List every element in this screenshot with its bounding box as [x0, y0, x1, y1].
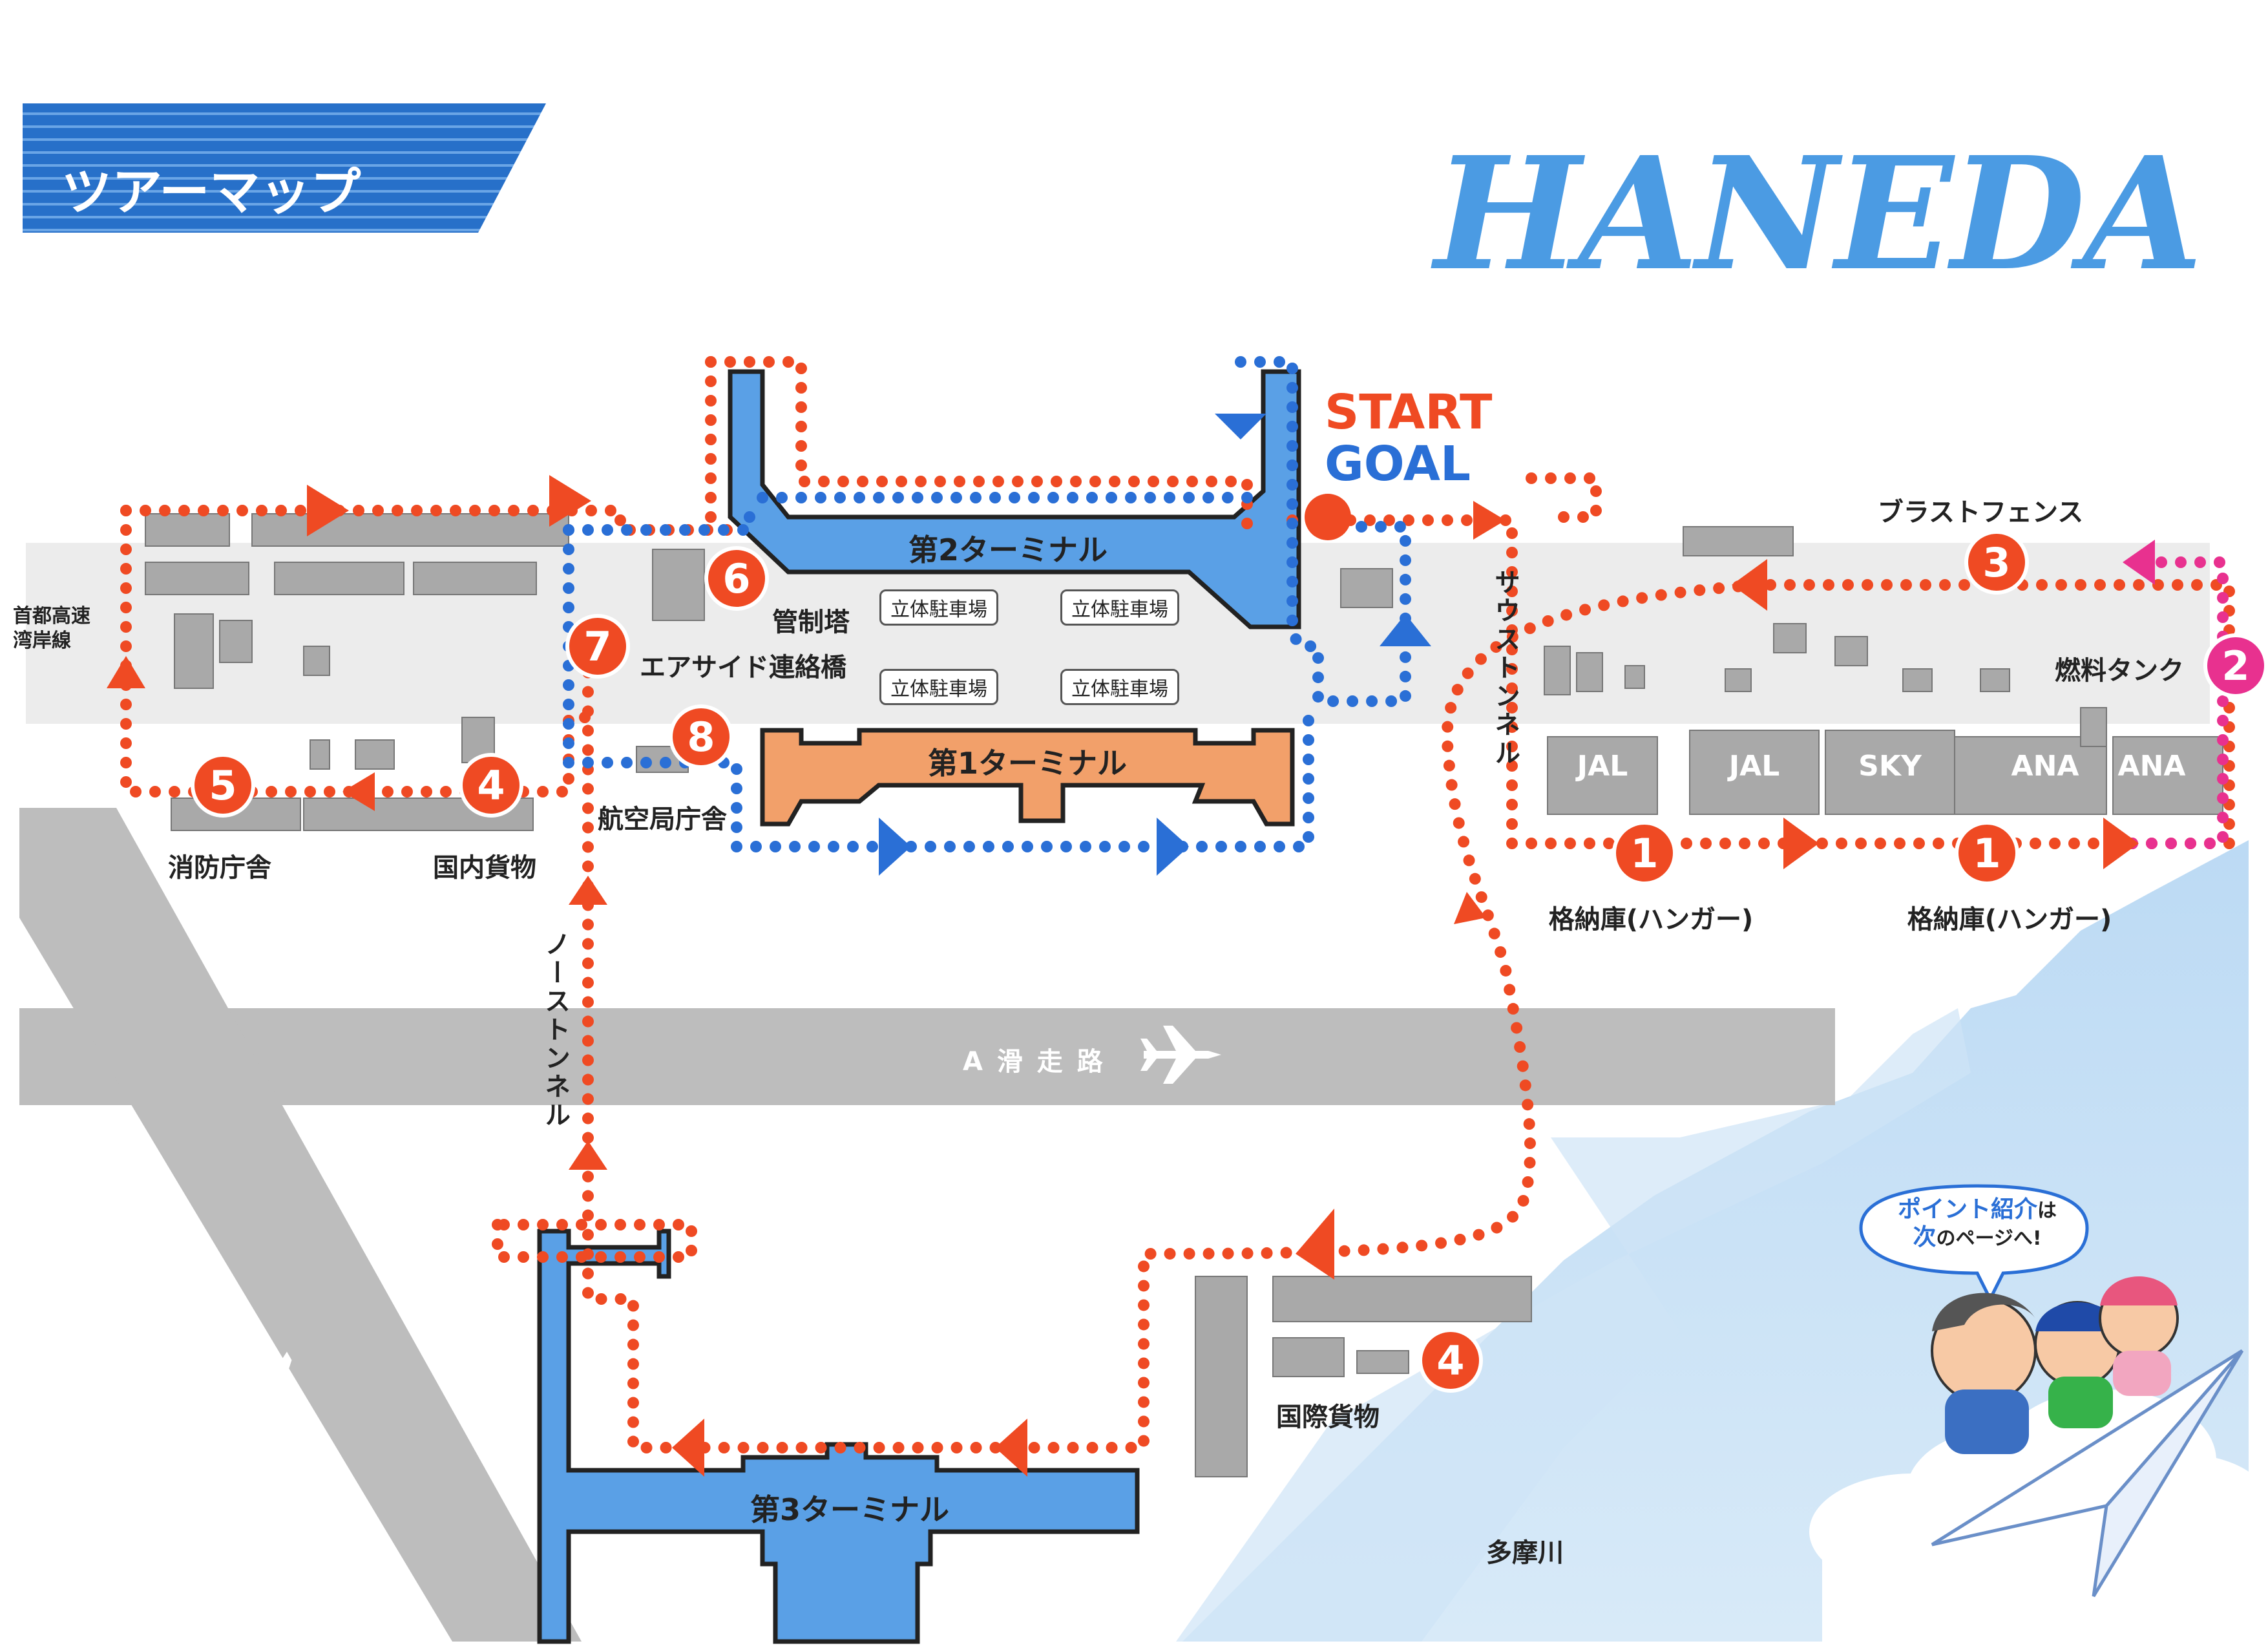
- terminal-3-building: [537, 1229, 1140, 1644]
- river-label: 多摩川: [1486, 1538, 1564, 1568]
- airside-bridge-label: エアサイド連絡橋: [640, 653, 846, 682]
- control-tower-label: 管制塔: [772, 607, 850, 637]
- terminal-3-label: 第3ターミナル: [750, 1492, 950, 1527]
- point-6-control-tower: 6: [704, 546, 769, 611]
- parking-label: 立体駐車場: [879, 589, 998, 626]
- terminal-2-building: [728, 369, 1301, 629]
- hangar-row: [1547, 707, 2223, 815]
- route-red: [120, 356, 2235, 1453]
- runway-a-label: A 滑 走 路: [963, 1047, 1106, 1077]
- haneda-logo: HANEDA: [1434, 123, 2203, 305]
- hangar-1b-label: 格納庫(ハンガー): [1907, 905, 2112, 935]
- international-cargo-label: 国際貨物: [1276, 1402, 1380, 1432]
- section-title: ツアーマップ: [61, 164, 361, 222]
- north-tunnel-label: ノーストンネル: [540, 931, 570, 1130]
- hangar-1a-label: 格納庫(ハンガー): [1548, 905, 1754, 935]
- terminal-2-label: 第2ターミナル: [908, 533, 1108, 567]
- route-arrows-pink: [2123, 540, 2155, 585]
- point-1-hangar: 1: [1612, 821, 1677, 885]
- terminal-1-building: [760, 728, 1295, 827]
- expressway-label: 首都高速 湾岸線: [13, 605, 90, 652]
- fire-station-label: 消防庁舎: [168, 853, 271, 883]
- speech-bubble: [1859, 1184, 2089, 1303]
- runway-a: [19, 1008, 1835, 1105]
- buildings: [145, 513, 2010, 1477]
- point-7-airside-bridge: 7: [565, 614, 630, 679]
- point-4-domestic-cargo: 4: [459, 753, 523, 818]
- route-arrows-red: [107, 475, 2139, 1477]
- hangar-label: SKY: [1858, 750, 1922, 783]
- hangar-label: ANA: [2011, 750, 2079, 783]
- airplane-icon-b: [236, 1338, 292, 1417]
- river-area: [1176, 1008, 1971, 1642]
- route-blue: [563, 356, 1411, 852]
- domestic-cargo-label: 国内貨物: [433, 853, 536, 883]
- header-banner: [23, 103, 546, 233]
- runway-b: [19, 808, 582, 1642]
- point-3-blast-fence: 3: [1964, 530, 2029, 595]
- point-2-fuel-tank: 2: [2203, 633, 2268, 698]
- paper-plane-icon: [1931, 1349, 2244, 1598]
- point-1-hangar: 1: [1955, 821, 2019, 885]
- point-8-aviation-office: 8: [669, 704, 733, 769]
- bubble-rest-1: は: [2037, 1199, 2057, 1222]
- start-goal-marker: [1305, 494, 1351, 540]
- bubble-accent-1: ポイント紹介: [1897, 1196, 2037, 1223]
- bubble-rest-2: のページへ!: [1936, 1227, 2042, 1251]
- point-4-international-cargo: 4: [1418, 1328, 1483, 1393]
- airplane-icon-a: [1140, 1026, 1221, 1084]
- point-5-fire-station: 5: [191, 753, 255, 818]
- terminal-1-label: 第1ターミナル: [927, 746, 1128, 781]
- aviation-office-label: 航空局庁舎: [598, 805, 727, 834]
- bubble-accent-2: 次: [1913, 1224, 1937, 1251]
- bubble-text: ポイント紹介は 次のページへ!: [1874, 1196, 2081, 1251]
- route-pink: [2107, 556, 2229, 849]
- route-arrows-blue: [879, 414, 1431, 876]
- south-tunnel-label: サウストンネル: [1490, 569, 1520, 768]
- parking-label: 立体駐車場: [1060, 589, 1179, 626]
- mascot-characters-icon: [1931, 1276, 2179, 1454]
- goal-label: GOAL: [1325, 436, 1471, 492]
- parking-label: 立体駐車場: [879, 669, 998, 705]
- fuel-tank-label: 燃料タンク: [2055, 656, 2184, 686]
- blast-fence-label: ブラストフェンス: [1877, 498, 2084, 527]
- start-label: START: [1325, 385, 1493, 440]
- hangar-label: JAL: [1728, 750, 1780, 783]
- parking-label: 立体駐車場: [1060, 669, 1179, 705]
- hangar-label: ANA: [2117, 750, 2186, 783]
- hangar-label: JAL: [1577, 750, 1628, 783]
